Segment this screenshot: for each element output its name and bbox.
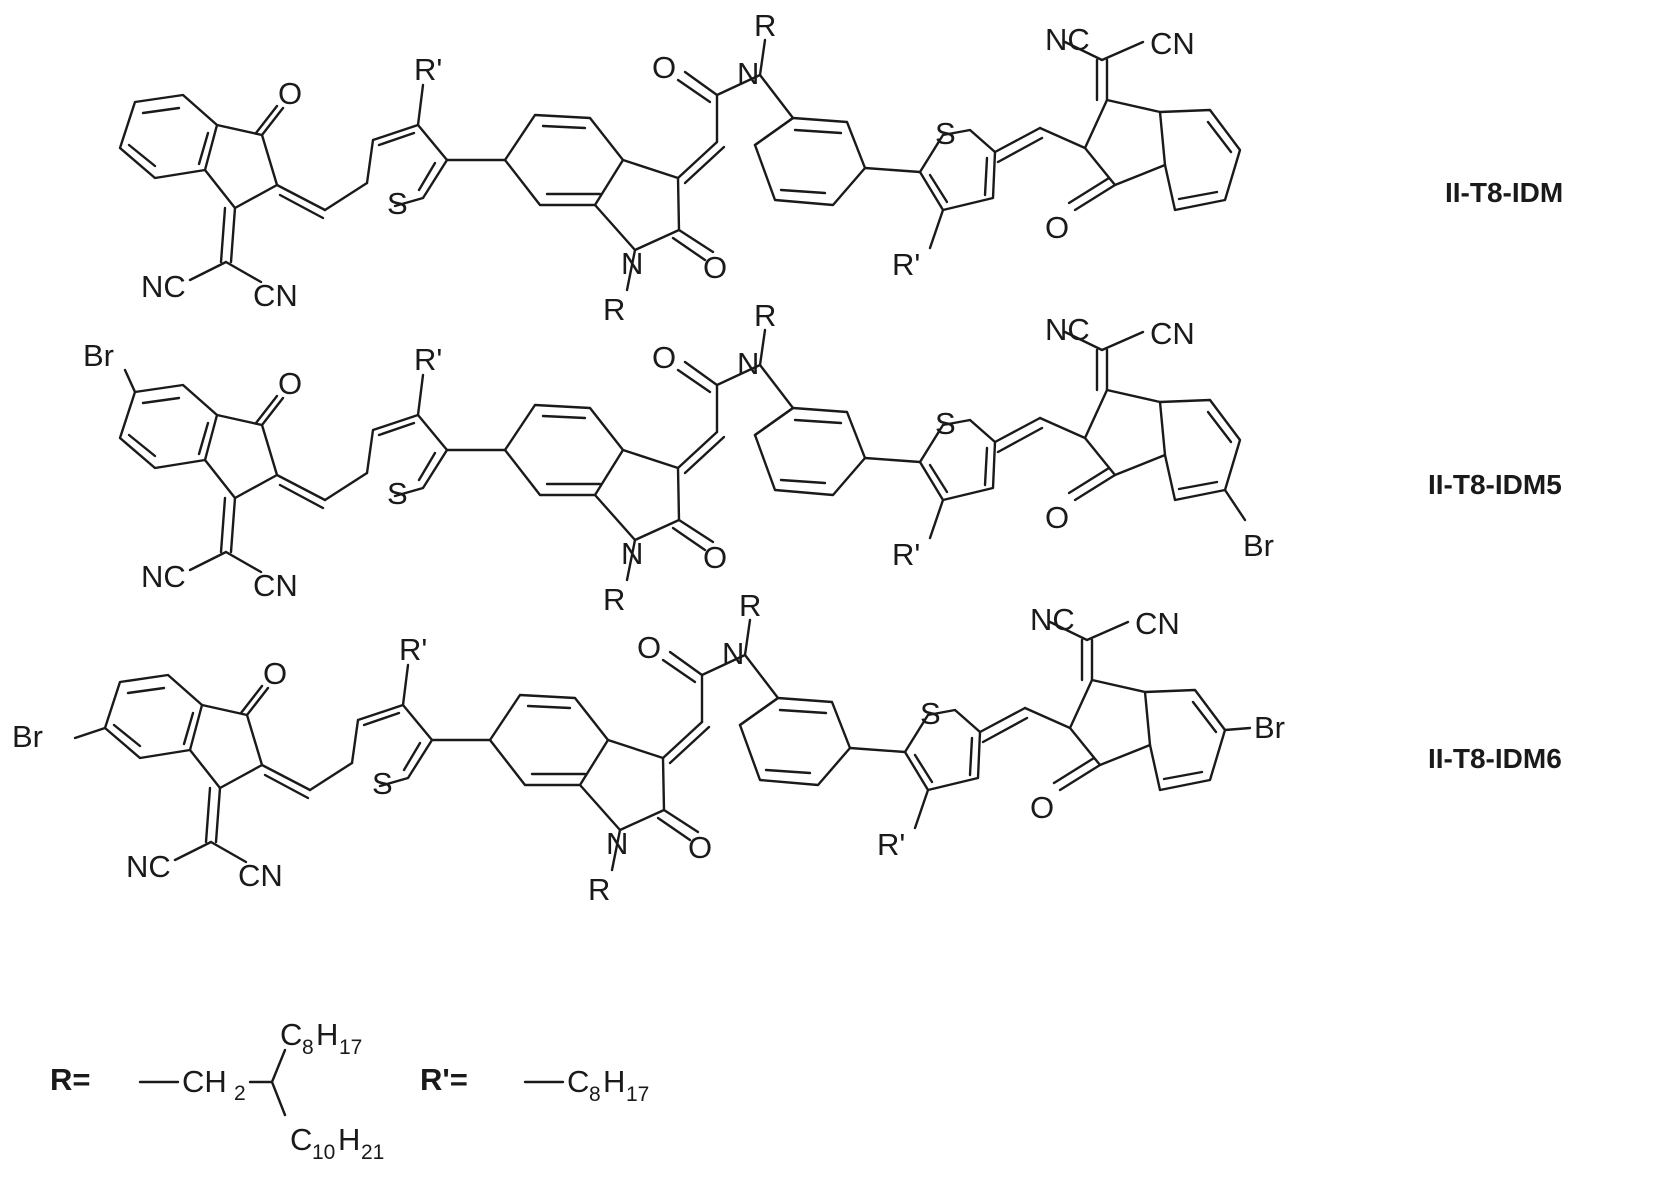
r-branch-top-h: H [316,1017,338,1052]
r-branch-bottom-sub: 10 [312,1141,335,1164]
substituent-definitions: R= CH 2 C 8 H 17 C 10 H 21 R'= C 8 H 17 [50,1017,649,1164]
r-prime-sub2: 17 [626,1083,649,1106]
atom-r: R [754,8,776,43]
atom-r: R [754,298,776,333]
atom-s: S [372,766,393,801]
atom-s: S [920,696,941,731]
atom-o: O [263,656,287,691]
atom-o: O [1045,500,1069,535]
atom-r-prime: R' [892,247,920,282]
atom-nc: NC [1045,312,1090,347]
atom-cn: CN [1135,606,1180,641]
compound-name: II-T8-IDM6 [1428,743,1562,774]
molecule-ii-t8-idm6: Br Br O R' S NC CN N R O O N R S R' NC C… [12,588,1285,907]
atom-r-prime: R' [414,52,442,87]
atom-r: R [603,582,625,617]
r-branch-top-sub: 8 [302,1036,314,1059]
atom-r-prime: R' [414,342,442,377]
molecule-ii-t8-idm5: Br Br O R' S NC CN N R O O N R S R' NC C… [83,298,1274,617]
atom-cn: CN [1150,26,1195,61]
atom-r: R [588,872,610,907]
atom-o: O [637,630,661,665]
atom-br: Br [83,338,114,373]
atom-r-prime: R' [892,537,920,572]
atom-o: O [652,340,676,375]
atom-s: S [387,476,408,511]
atom-o: O [703,540,727,575]
atom-nc: NC [1030,602,1075,637]
atom-r: R [739,588,761,623]
r-prime-label: R'= [420,1062,468,1097]
atom-s: S [935,406,956,441]
r-prime-sub1: 8 [589,1083,601,1106]
atom-o: O [652,50,676,85]
atom-r: R [603,292,625,327]
compound-name: II-T8-IDM [1445,177,1563,208]
compound-name: II-T8-IDM5 [1428,469,1562,500]
atom-cn: CN [253,278,298,313]
atom-o: O [278,76,302,111]
atom-br: Br [1243,528,1274,563]
atom-o: O [1045,210,1069,245]
atom-br: Br [12,719,43,754]
atom-r-prime: R' [877,827,905,862]
r-branch-top: C [280,1017,302,1052]
atom-nc: NC [1045,22,1090,57]
atom-o: O [278,366,302,401]
r-branch-bottom-sub2: 21 [361,1141,384,1164]
atom-cn: CN [1150,316,1195,351]
atom-n: N [737,346,759,381]
atom-cn: CN [253,568,298,603]
atom-nc: NC [126,849,171,884]
r-branch-bottom: C [290,1122,312,1157]
r-label: R= [50,1062,91,1097]
r-branch-bottom-h: H [338,1122,360,1157]
atom-o: O [1030,790,1054,825]
atom-n: N [606,826,628,861]
atom-br: Br [1254,710,1285,745]
atom-nc: NC [141,269,186,304]
r-ch2-sub: 2 [234,1082,246,1105]
atom-o: O [703,250,727,285]
r-prime-h: H [603,1064,625,1099]
molecule-ii-t8-idm: O R' S NC CN N R O O N R S R' NC CN O [118,8,1242,327]
atom-n: N [621,246,643,281]
r-ch2: CH [182,1064,227,1099]
atom-o: O [688,830,712,865]
atom-r-prime: R' [399,632,427,667]
atom-n: N [737,56,759,91]
r-prime-c: C [567,1064,589,1099]
atom-s: S [387,186,408,221]
r-branch-top-sub2: 17 [339,1036,362,1059]
atom-n: N [722,636,744,671]
atom-cn: CN [238,858,283,893]
atom-s: S [935,116,956,151]
atom-nc: NC [141,559,186,594]
atom-n: N [621,536,643,571]
